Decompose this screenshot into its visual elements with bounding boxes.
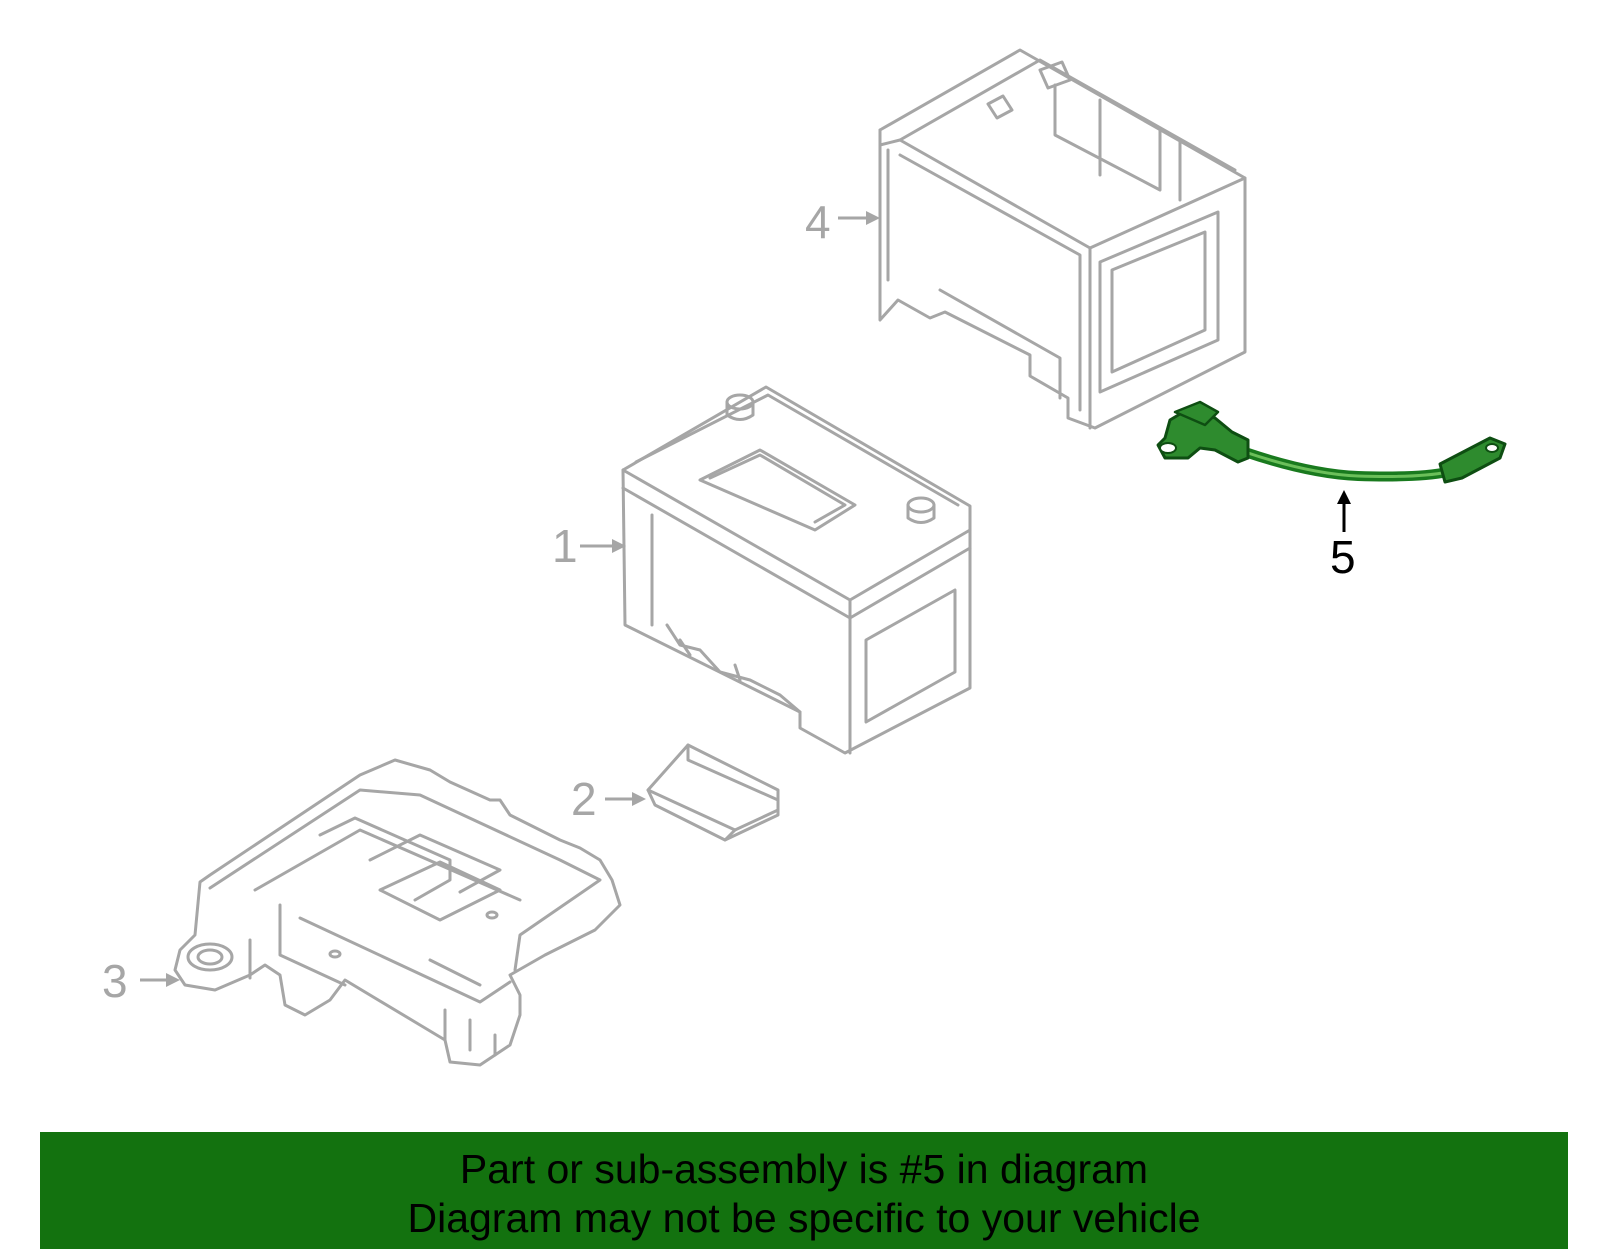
banner-part-line: Part or sub-assembly is #5 in diagram (459, 1146, 1149, 1192)
callout-arrow-2 (605, 792, 646, 806)
battery-mounting-bracket-part[interactable] (173, 758, 622, 1067)
battery-tray-box-part[interactable] (878, 48, 1247, 430)
callout-number-4[interactable]: 4 (805, 196, 831, 248)
callout-number-5[interactable]: 5 (1330, 531, 1356, 583)
callout-arrow-4 (838, 211, 880, 225)
callout-number-1[interactable]: 1 (552, 520, 578, 572)
callout-number-3[interactable]: 3 (102, 955, 128, 1007)
callout-arrow-3 (140, 973, 180, 987)
callout-arrow-1 (580, 539, 626, 553)
banner-disclaimer-line: Diagram may not be specific to your vehi… (407, 1195, 1201, 1241)
battery-part[interactable] (621, 385, 972, 755)
hold-down-wedge-part[interactable] (646, 743, 780, 842)
part-info-banner: Part or sub-assembly is #5 in diagram Di… (40, 1132, 1568, 1249)
callout-arrow-5 (1337, 490, 1351, 532)
callout-number-2[interactable]: 2 (571, 773, 597, 825)
battery-cable-part[interactable] (1156, 400, 1507, 484)
